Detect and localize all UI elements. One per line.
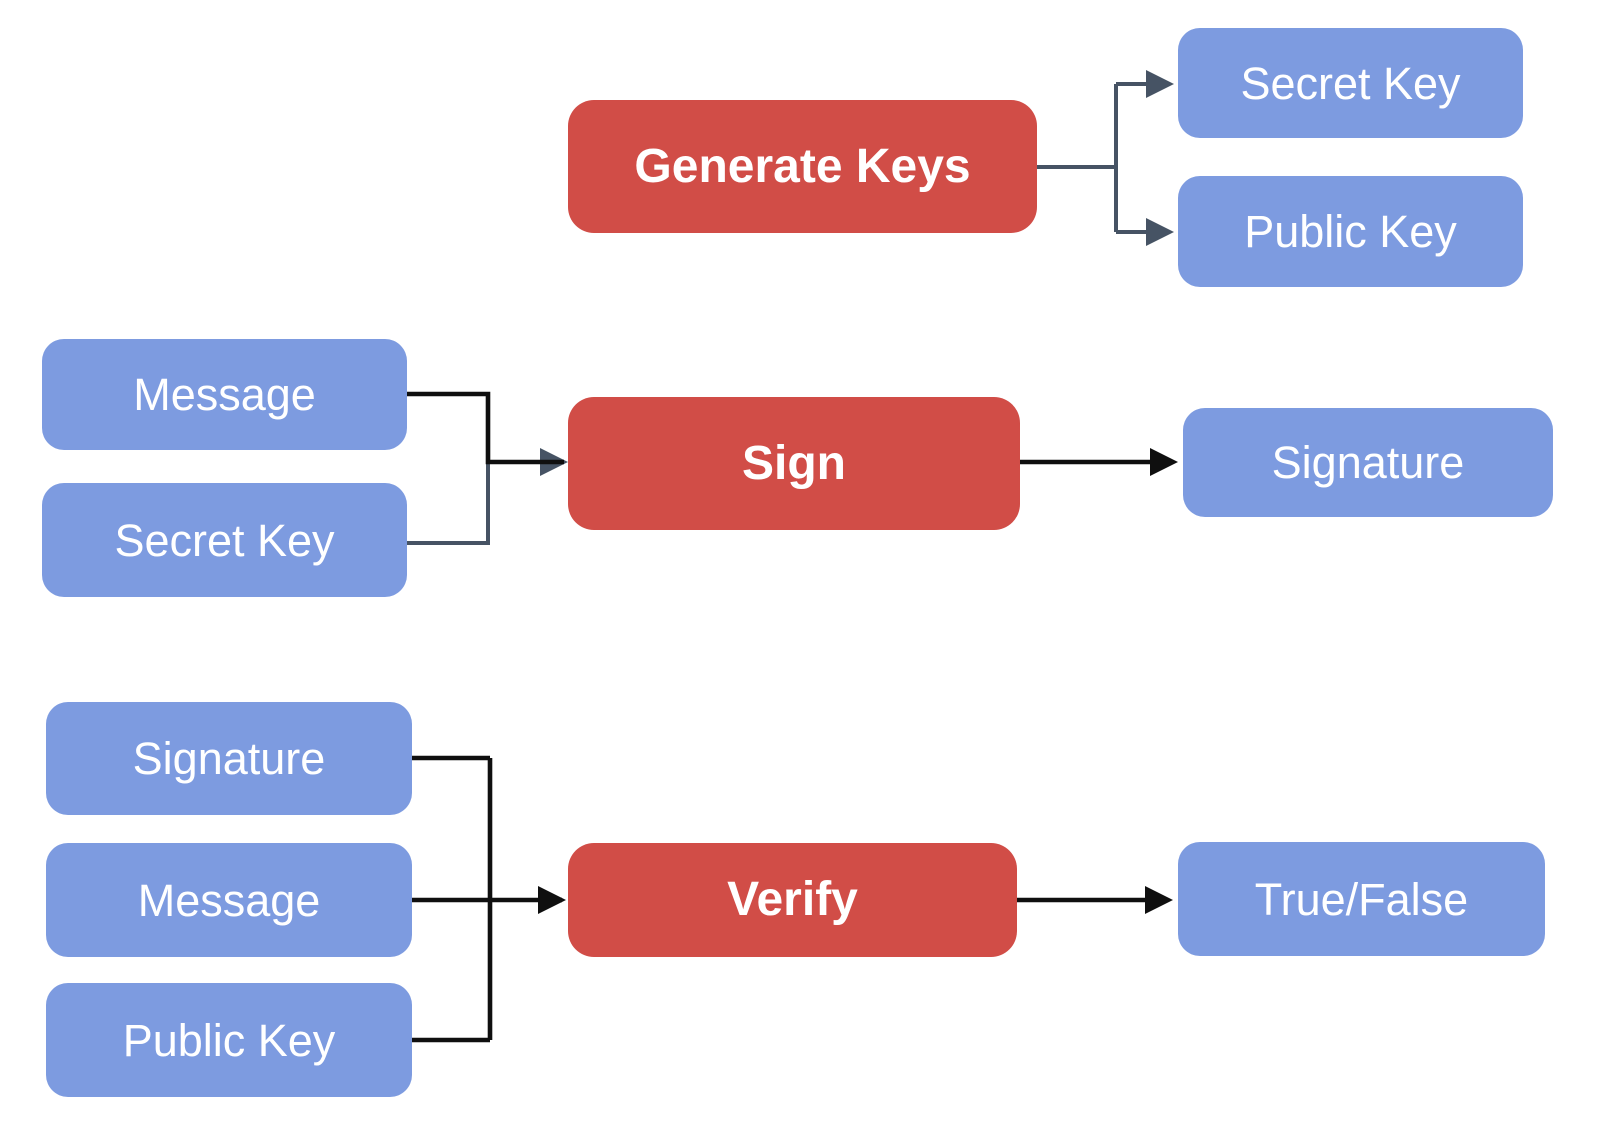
- true-false-label: True/False: [1254, 873, 1469, 925]
- verify-input-public-key-label: Public Key: [122, 1014, 336, 1066]
- sign-input-message-box: Message: [42, 339, 407, 450]
- verify-input-message-box: Message: [46, 843, 412, 957]
- arrowhead-public-key: [1146, 218, 1174, 246]
- true-false-box: True/False: [1178, 842, 1545, 956]
- generate-keys-box: Generate Keys: [568, 100, 1037, 233]
- edge-message-to-sign: [407, 391, 564, 465]
- sign-input-secret-key-label: Secret Key: [114, 514, 335, 566]
- arrowhead-into-verify: [538, 886, 566, 914]
- secret-key-output-box: Secret Key: [1178, 28, 1523, 138]
- verify-label: Verify: [727, 873, 858, 926]
- signature-output-box: Signature: [1183, 408, 1553, 517]
- verify-box: Verify: [568, 843, 1017, 957]
- arrowhead-secret-key: [1146, 70, 1174, 98]
- secret-key-output-label: Secret Key: [1240, 57, 1461, 109]
- verify-input-message-label: Message: [137, 874, 321, 926]
- verify-input-signature-label: Signature: [132, 733, 326, 784]
- edge-secret-key-to-sign: [407, 462, 490, 545]
- arrowhead-true-false: [1145, 886, 1173, 914]
- public-key-output-label: Public Key: [1244, 206, 1457, 257]
- sign-box: Sign: [568, 397, 1020, 530]
- sign-label: Sign: [742, 436, 846, 490]
- verify-input-public-key-box: Public Key: [46, 983, 412, 1097]
- public-key-output-box: Public Key: [1178, 176, 1523, 287]
- verify-input-signature-box: Signature: [46, 702, 412, 815]
- signature-output-label: Signature: [1271, 437, 1465, 488]
- sign-input-message-label: Message: [133, 369, 316, 420]
- arrowhead-signature: [1150, 448, 1178, 476]
- generate-keys-label: Generate Keys: [634, 139, 971, 193]
- sign-input-secret-key-box: Secret Key: [42, 483, 407, 597]
